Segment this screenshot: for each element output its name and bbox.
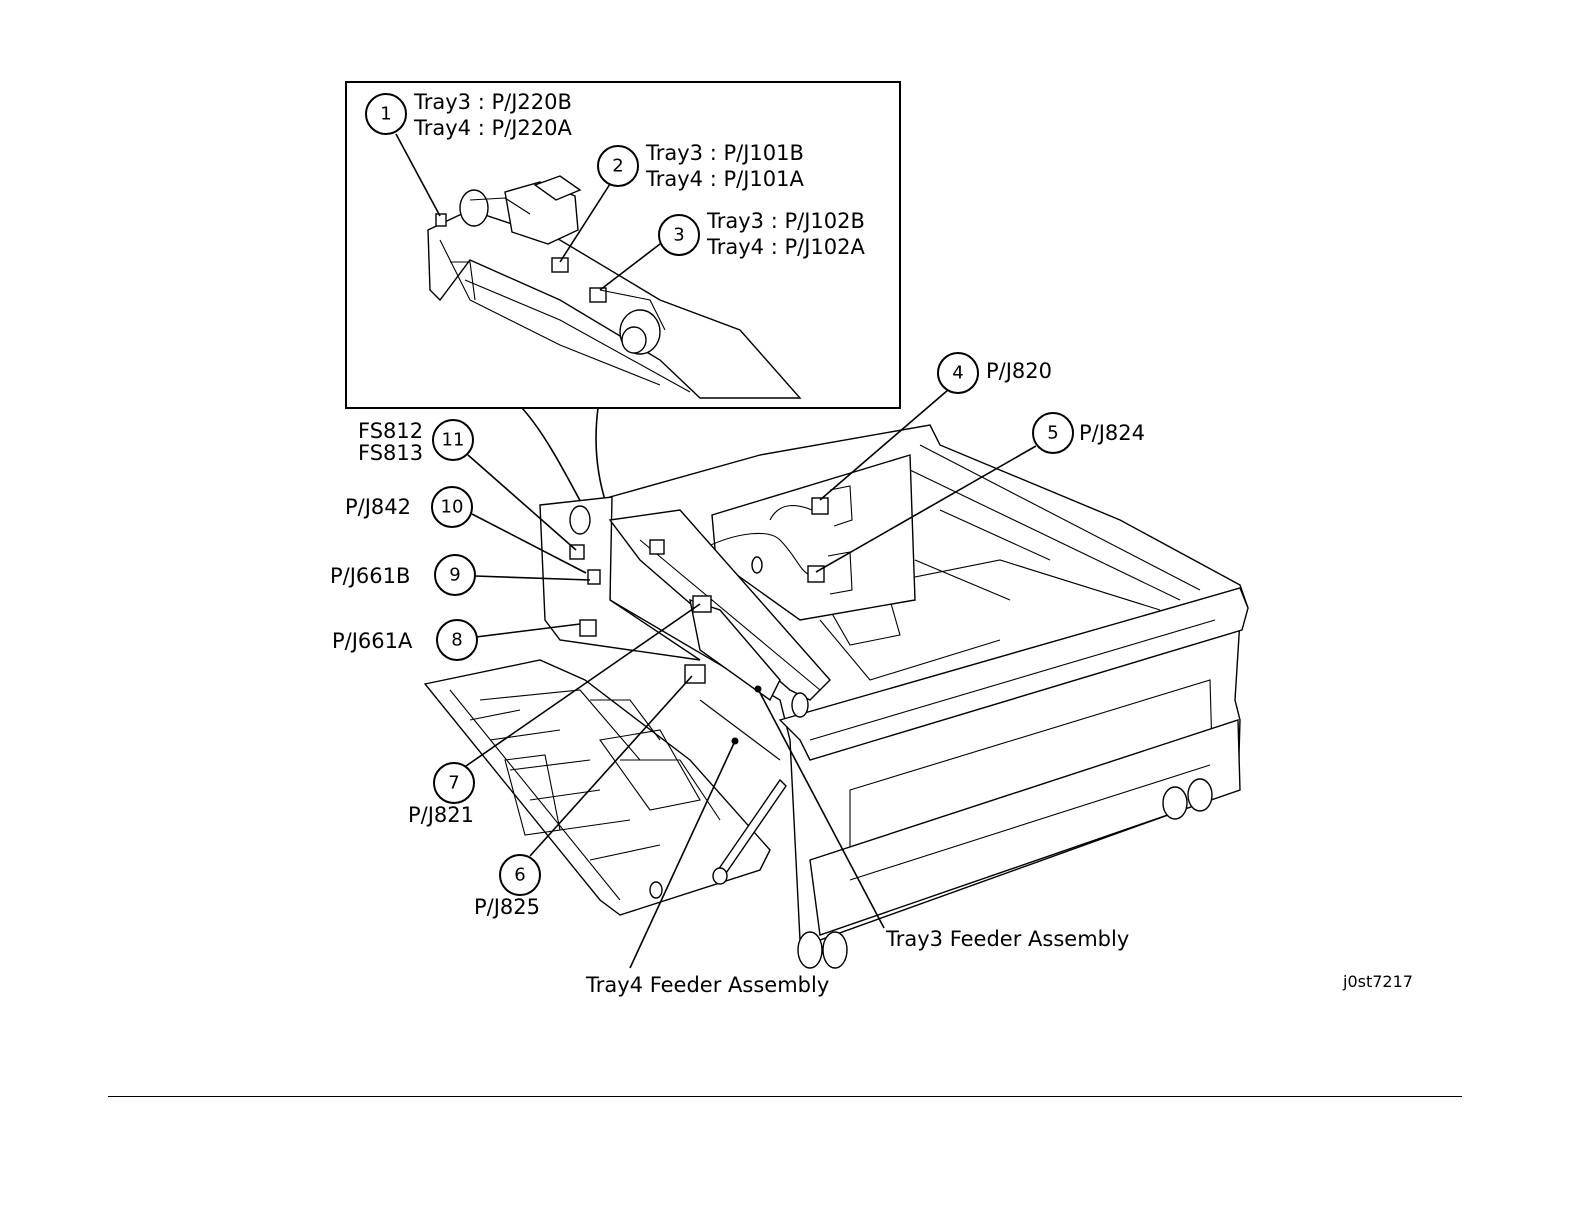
- callout-label-1-line-1: Tray3 : P/J220B: [413, 90, 572, 114]
- callout-label-8: P/J661A: [332, 629, 413, 653]
- callout-label-2-line-2: Tray4 : P/J101A: [645, 167, 804, 191]
- callout-8: 8 P/J661A: [332, 620, 477, 660]
- callout-number-5: 5: [1047, 423, 1058, 444]
- tray4-feeder-assembly-label: Tray4 Feeder Assembly: [585, 973, 829, 997]
- tray3-feeder-assembly-label: Tray3 Feeder Assembly: [885, 927, 1129, 951]
- callout-number-1: 1: [380, 104, 391, 125]
- callout-label-7: P/J821: [408, 803, 474, 827]
- callout-10: 10 P/J842: [345, 487, 472, 527]
- callout-number-6: 6: [514, 865, 525, 886]
- callout-label-9: P/J661B: [330, 564, 410, 588]
- callout-9: 9 P/J661B: [330, 555, 475, 595]
- callout-label-4: P/J820: [986, 359, 1052, 383]
- callout-label-6: P/J825: [474, 895, 540, 919]
- callout-label-2-line-1: Tray3 : P/J101B: [645, 141, 804, 165]
- callout-number-2: 2: [612, 156, 623, 177]
- callout-7: 7 P/J821: [408, 763, 474, 827]
- callout-number-9: 9: [449, 565, 460, 586]
- callout-label-3-line-1: Tray3 : P/J102B: [706, 209, 865, 233]
- callout-number-11: 11: [442, 430, 465, 451]
- callout-11: 11 FS812 FS813: [358, 419, 473, 465]
- callout-number-4: 4: [952, 363, 963, 384]
- callout-6: 6 P/J825: [474, 855, 540, 919]
- callout-label-5: P/J824: [1079, 421, 1145, 445]
- figure-code: j0st7217: [1342, 972, 1413, 991]
- callout-number-10: 10: [441, 497, 464, 518]
- callout-label-1-line-2: Tray4 : P/J220A: [413, 116, 572, 140]
- callout-number-3: 3: [673, 225, 684, 246]
- callout-label-11-line-2: FS813: [358, 441, 423, 465]
- callout-label-10: P/J842: [345, 495, 411, 519]
- callout-5: 5 P/J824: [1033, 413, 1145, 453]
- callout-label-3-line-2: Tray4 : P/J102A: [706, 235, 865, 259]
- callout-label-11-line-1: FS812: [358, 419, 423, 443]
- callout-number-7: 7: [448, 773, 459, 794]
- callout-number-8: 8: [451, 630, 462, 651]
- page-footer-rule: [108, 1096, 1462, 1097]
- tray-module-body: [425, 425, 1248, 968]
- callout-4: 4 P/J820: [938, 353, 1052, 393]
